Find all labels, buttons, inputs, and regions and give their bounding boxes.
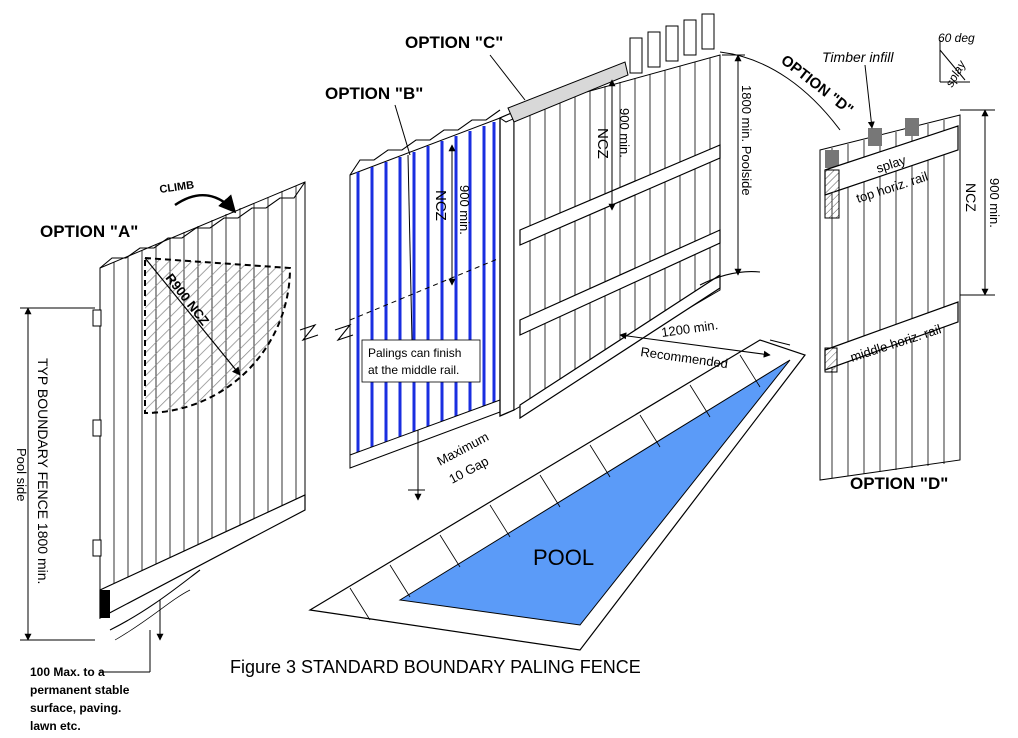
- label-option-d: OPTION "D": [850, 474, 948, 493]
- label-900min-b: 900 min.: [457, 185, 472, 235]
- climb-arrow: [174, 194, 237, 214]
- label-pool: POOL: [533, 545, 594, 570]
- label-pool-side: Pool side: [14, 448, 29, 501]
- label-timber-infill: Timber infill: [822, 49, 894, 65]
- option-a-fence: [20, 181, 319, 673]
- label-max100-1: 100 Max. to a: [30, 665, 105, 679]
- label-climb: CLIMB: [159, 179, 195, 196]
- pool-area: [308, 332, 806, 651]
- label-max100-4: lawn etc.: [30, 719, 81, 733]
- ncz-radius-zone: [144, 256, 292, 415]
- label-900min-c: 900 min.: [617, 108, 632, 158]
- label-ncz-c: NCZ: [594, 128, 611, 159]
- label-option-b: OPTION "B": [325, 84, 423, 103]
- label-900min-d: 900 min.: [987, 178, 1002, 228]
- label-typ-boundary: TYP BOUNDARY FENCE 1800 min.: [35, 358, 51, 584]
- label-ncz-b: NCZ: [432, 190, 449, 221]
- figure-caption: Figure 3 STANDARD BOUNDARY PALING FENCE: [230, 657, 641, 677]
- pool-water: [398, 359, 791, 626]
- label-option-c: OPTION "C": [405, 33, 503, 52]
- label-max100-3: surface, paving.: [30, 701, 121, 715]
- label-60deg: 60 deg: [938, 31, 975, 45]
- label-palings-2: at the middle rail.: [368, 363, 459, 377]
- label-palings-1: Palings can finish: [368, 346, 461, 360]
- option-b-fence: [334, 109, 522, 501]
- label-splay-top: splay: [942, 57, 969, 89]
- label-1800-poolside: 1800 min. Poolside: [739, 85, 754, 196]
- option-d-detail: [719, 40, 995, 481]
- label-option-a: OPTION "A": [40, 222, 138, 241]
- label-max100-2: permanent stable: [30, 683, 130, 697]
- label-ncz-d: NCZ: [963, 183, 979, 212]
